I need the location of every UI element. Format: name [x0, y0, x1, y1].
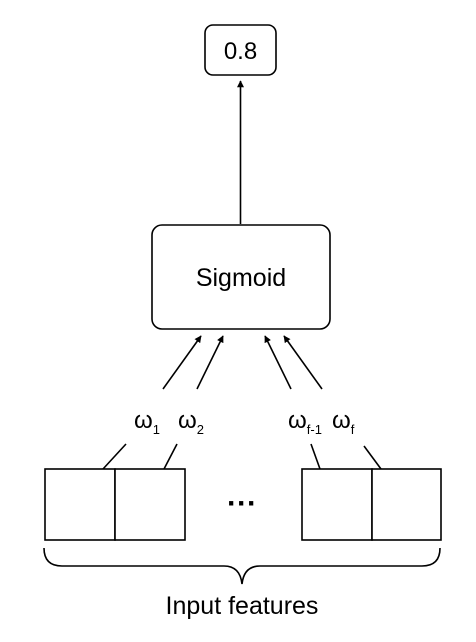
weight-label-f-1: ωf-1 — [288, 407, 322, 437]
weight-label-f: ωf — [332, 407, 355, 437]
weight-arrow-f — [283, 335, 323, 390]
weight-arrow-f-1 — [264, 335, 292, 390]
feature-cell-1 — [44, 468, 116, 541]
sigmoid-node: Sigmoid — [151, 224, 331, 330]
weight-sub-f-1: f-1 — [307, 422, 322, 437]
weight-base-2: ω — [178, 407, 197, 434]
weight-label-2: ω2 — [178, 407, 204, 437]
feature-cell-f — [371, 468, 442, 541]
connector-f-1 — [310, 443, 321, 470]
output-value: 0.8 — [224, 38, 257, 65]
connector-2 — [163, 443, 178, 470]
output-node: 0.8 — [204, 24, 277, 76]
feature-ellipsis: ··· — [227, 487, 257, 520]
feature-cell-2 — [114, 468, 186, 541]
feature-cell-f-1 — [301, 468, 373, 541]
weight-sub-1: 1 — [153, 422, 160, 437]
weight-base-f-1: ω — [288, 407, 307, 434]
weight-base-f: ω — [332, 407, 351, 434]
connector-1 — [102, 443, 127, 470]
sigmoid-label: Sigmoid — [196, 264, 286, 292]
weight-base-1: ω — [134, 407, 153, 434]
weight-arrow-2 — [196, 335, 224, 390]
feature-cells-right — [301, 468, 442, 541]
features-brace — [43, 547, 441, 585]
weight-sub-2: 2 — [197, 422, 204, 437]
weight-label-1: ω1 — [134, 407, 160, 437]
feature-cells-left — [44, 468, 186, 541]
features-label: Input features — [166, 592, 319, 620]
sigmoid-box — [151, 224, 331, 330]
output-box — [204, 24, 277, 76]
weight-arrow-1 — [162, 335, 202, 390]
weight-sub-f: f — [351, 422, 355, 437]
connector-f — [363, 445, 382, 470]
